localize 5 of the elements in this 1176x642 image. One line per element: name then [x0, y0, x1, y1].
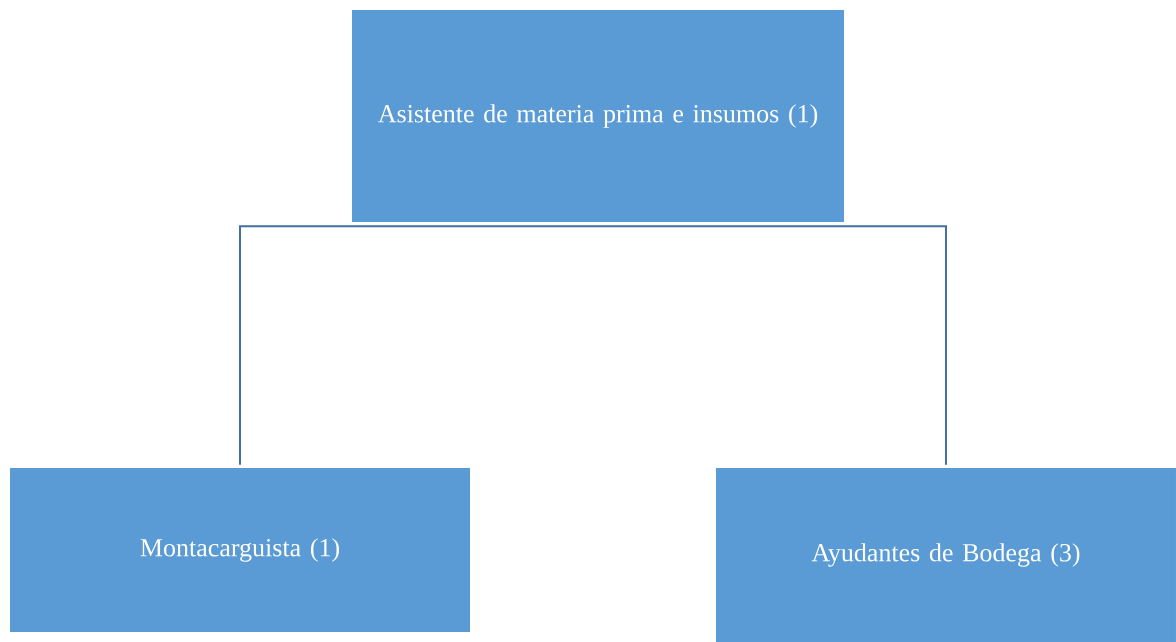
connector-line: [597, 225, 947, 466]
org-box: Montacarguista (1): [10, 468, 470, 632]
org-box: Ayudantes de Bodega (3): [716, 468, 1176, 642]
connector-line: [239, 225, 599, 466]
org-box: Asistente de materia prima e insumos (1): [352, 10, 844, 222]
